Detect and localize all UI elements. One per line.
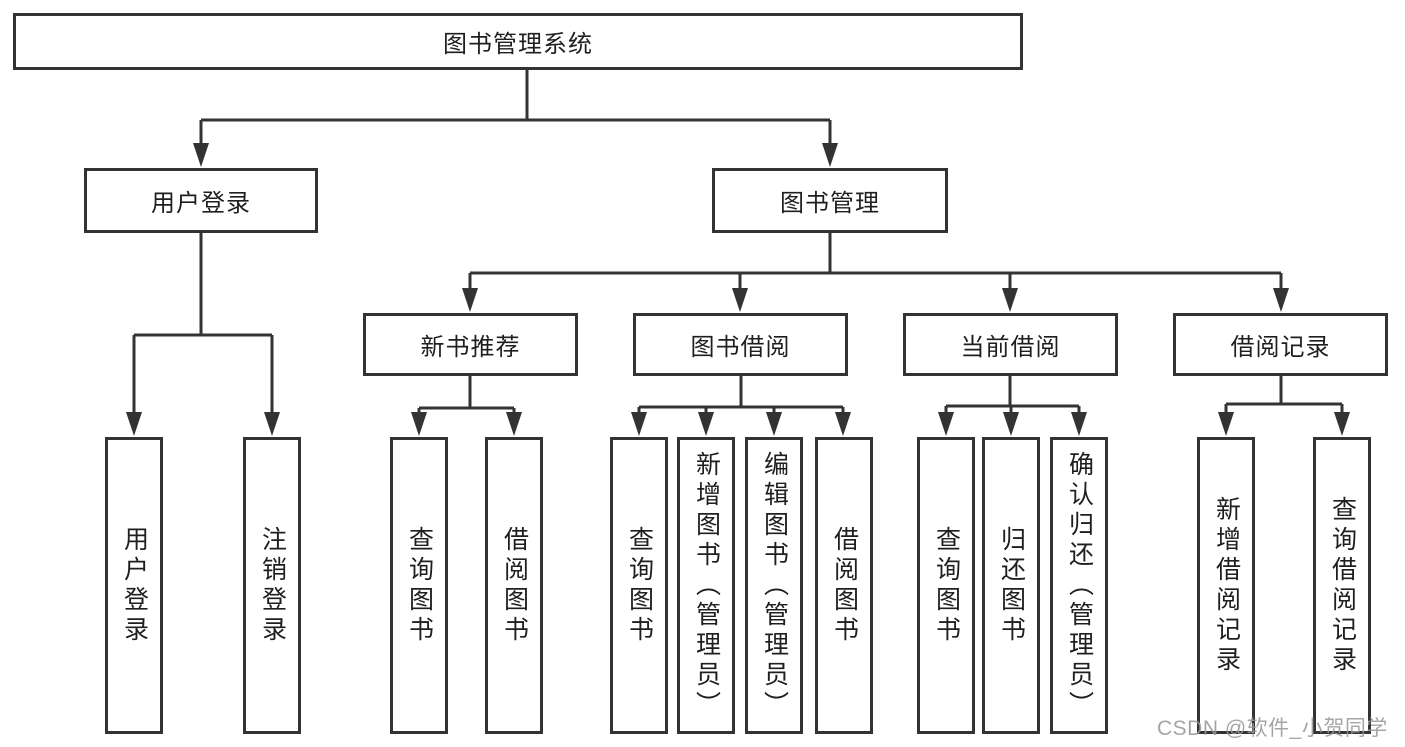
node-book-borrow: 图书借阅	[633, 313, 848, 376]
connector-userlogin-to-leaves	[132, 233, 274, 416]
arrow-down-icon	[1071, 412, 1087, 436]
node-user-login: 用户登录	[84, 168, 318, 233]
node-root: 图书管理系统	[13, 13, 1023, 70]
arrow-down-icon	[1218, 412, 1234, 436]
arrow-down-icon	[411, 412, 427, 436]
leaf-return-book: 归还图书	[982, 437, 1040, 734]
connector-root-to-level2	[199, 70, 832, 147]
connector-borrow-to-leaves	[637, 376, 845, 416]
leaf-borrow-book-recommend: 借阅图书	[485, 437, 543, 734]
node-book-management: 图书管理	[712, 168, 948, 233]
connector-newbook-to-leaves	[417, 376, 516, 416]
arrow-down-icon	[732, 288, 748, 312]
arrow-down-icon	[766, 412, 782, 436]
arrow-down-icon	[835, 412, 851, 436]
arrow-down-icon	[1002, 288, 1018, 312]
leaf-add-borrow-record: 新增借阅记录	[1197, 437, 1255, 734]
arrow-down-icon	[1273, 288, 1289, 312]
node-current-borrow: 当前借阅	[903, 313, 1118, 376]
leaf-query-book-current: 查询图书	[917, 437, 975, 734]
leaf-borrow-book: 借阅图书	[815, 437, 873, 734]
arrow-down-icon	[1003, 412, 1019, 436]
leaf-confirm-return-admin: 确认归还（管理员）	[1050, 437, 1108, 734]
arrowheads	[126, 143, 1350, 436]
node-new-book-recommend: 新书推荐	[363, 313, 578, 376]
arrow-down-icon	[631, 412, 647, 436]
arrow-down-icon	[938, 412, 954, 436]
arrow-down-icon	[193, 143, 209, 167]
node-borrow-record: 借阅记录	[1173, 313, 1388, 376]
arrow-down-icon	[822, 143, 838, 167]
connector-current-to-leaves	[944, 376, 1081, 416]
csdn-watermark: CSDN @软件_小贺同学	[1157, 717, 1388, 740]
connector-paths	[132, 70, 1344, 416]
arrow-down-icon	[264, 412, 280, 436]
leaf-query-book-borrow: 查询图书	[610, 437, 668, 734]
leaf-query-borrow-record: 查询借阅记录	[1313, 437, 1371, 734]
arrow-down-icon	[462, 288, 478, 312]
connector-record-to-leaves	[1224, 376, 1344, 416]
leaf-logout: 注销登录	[243, 437, 301, 734]
leaf-user-login: 用户登录	[105, 437, 163, 734]
arrow-down-icon	[506, 412, 522, 436]
arrow-down-icon	[126, 412, 142, 436]
leaf-add-book-admin: 新增图书（管理员）	[677, 437, 735, 734]
arrow-down-icon	[698, 412, 714, 436]
connector-bookmgmt-to-level3	[468, 233, 1283, 292]
leaf-query-book-recommend: 查询图书	[390, 437, 448, 734]
leaf-edit-book-admin: 编辑图书（管理员）	[745, 437, 803, 734]
arrow-down-icon	[1334, 412, 1350, 436]
